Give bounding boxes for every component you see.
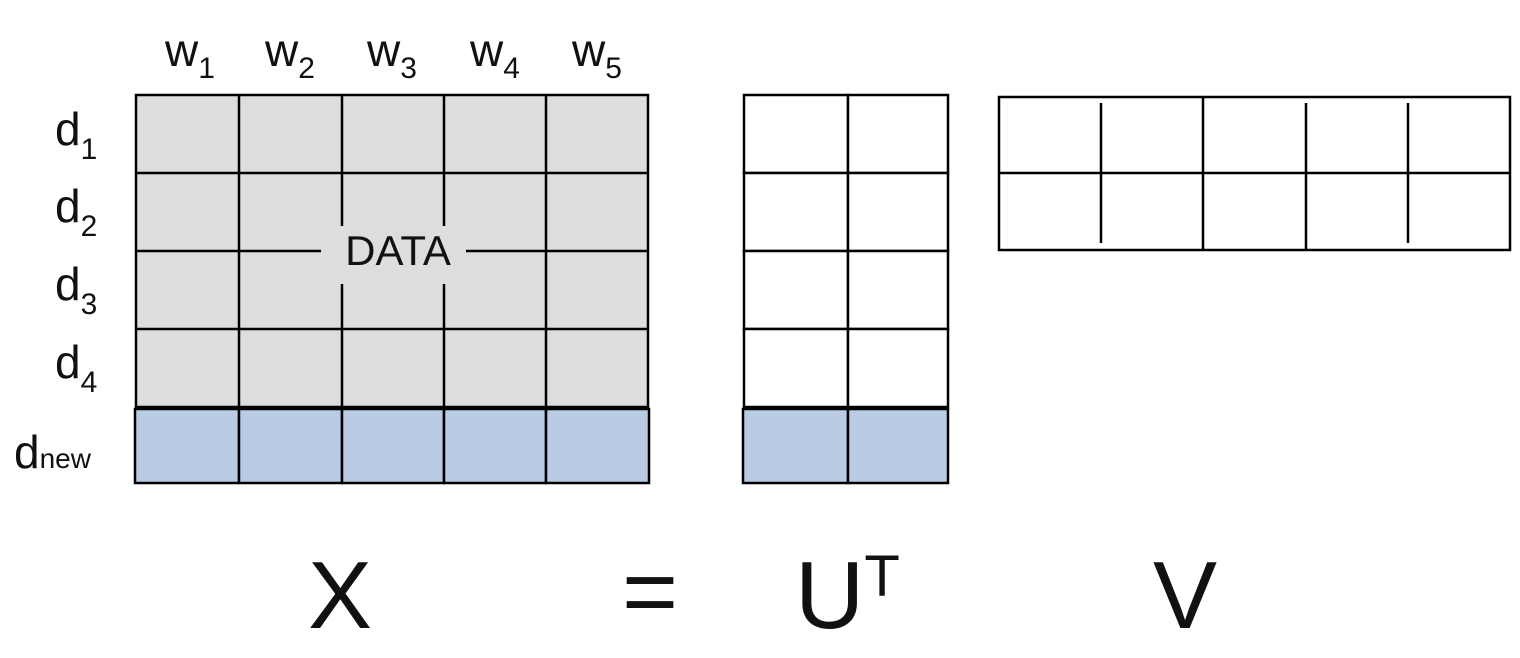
matrix-x-new-row	[133, 407, 651, 485]
equation: X = UT V	[308, 538, 1217, 649]
matrix-ut-new-cell	[741, 407, 850, 485]
row-label-d1: d1	[55, 103, 97, 166]
label-ut: UT	[795, 542, 900, 649]
matrix-ut-cell	[742, 327, 850, 409]
matrix-x-new-cell	[544, 407, 651, 485]
row-label-d4: d4	[55, 336, 97, 399]
label-v: V	[1153, 542, 1217, 649]
column-label-w2: w2	[264, 24, 315, 85]
row-label-dnew: dnew	[14, 426, 92, 478]
matrix-ut-cell	[742, 93, 850, 175]
matrix-x-grid	[134, 93, 650, 409]
matrix-x-new-cell	[442, 407, 548, 485]
matrix-x-new-cell	[340, 407, 446, 485]
label-equals: =	[622, 538, 678, 645]
matrix-ut-cell	[846, 249, 950, 331]
matrix-ut-cell	[846, 327, 950, 409]
column-label-w1: w1	[164, 24, 215, 85]
matrix-ut	[741, 93, 950, 485]
row-label-d2: d2	[55, 180, 97, 243]
column-labels: w1 w2 w3 w4 w5	[164, 24, 622, 85]
matrix-x: DATA	[133, 93, 651, 485]
matrix-ut-cell	[742, 249, 850, 331]
row-label-d3: d3	[55, 258, 97, 321]
matrix-x-new-cell	[133, 407, 241, 485]
matrix-ut-cell	[846, 171, 950, 253]
data-label: DATA	[345, 227, 451, 274]
matrix-ut-new-cell	[846, 407, 950, 485]
matrix-ut-cell	[846, 93, 950, 175]
column-label-w5: w5	[571, 24, 622, 85]
matrix-ut-cell	[742, 171, 850, 253]
matrix-v	[997, 95, 1512, 252]
row-labels: d1 d2 d3 d4 dnew	[14, 103, 97, 478]
matrix-x-new-cell	[237, 407, 344, 485]
column-label-w4: w4	[469, 24, 520, 85]
label-x: X	[308, 542, 372, 649]
column-label-w3: w3	[366, 24, 417, 85]
